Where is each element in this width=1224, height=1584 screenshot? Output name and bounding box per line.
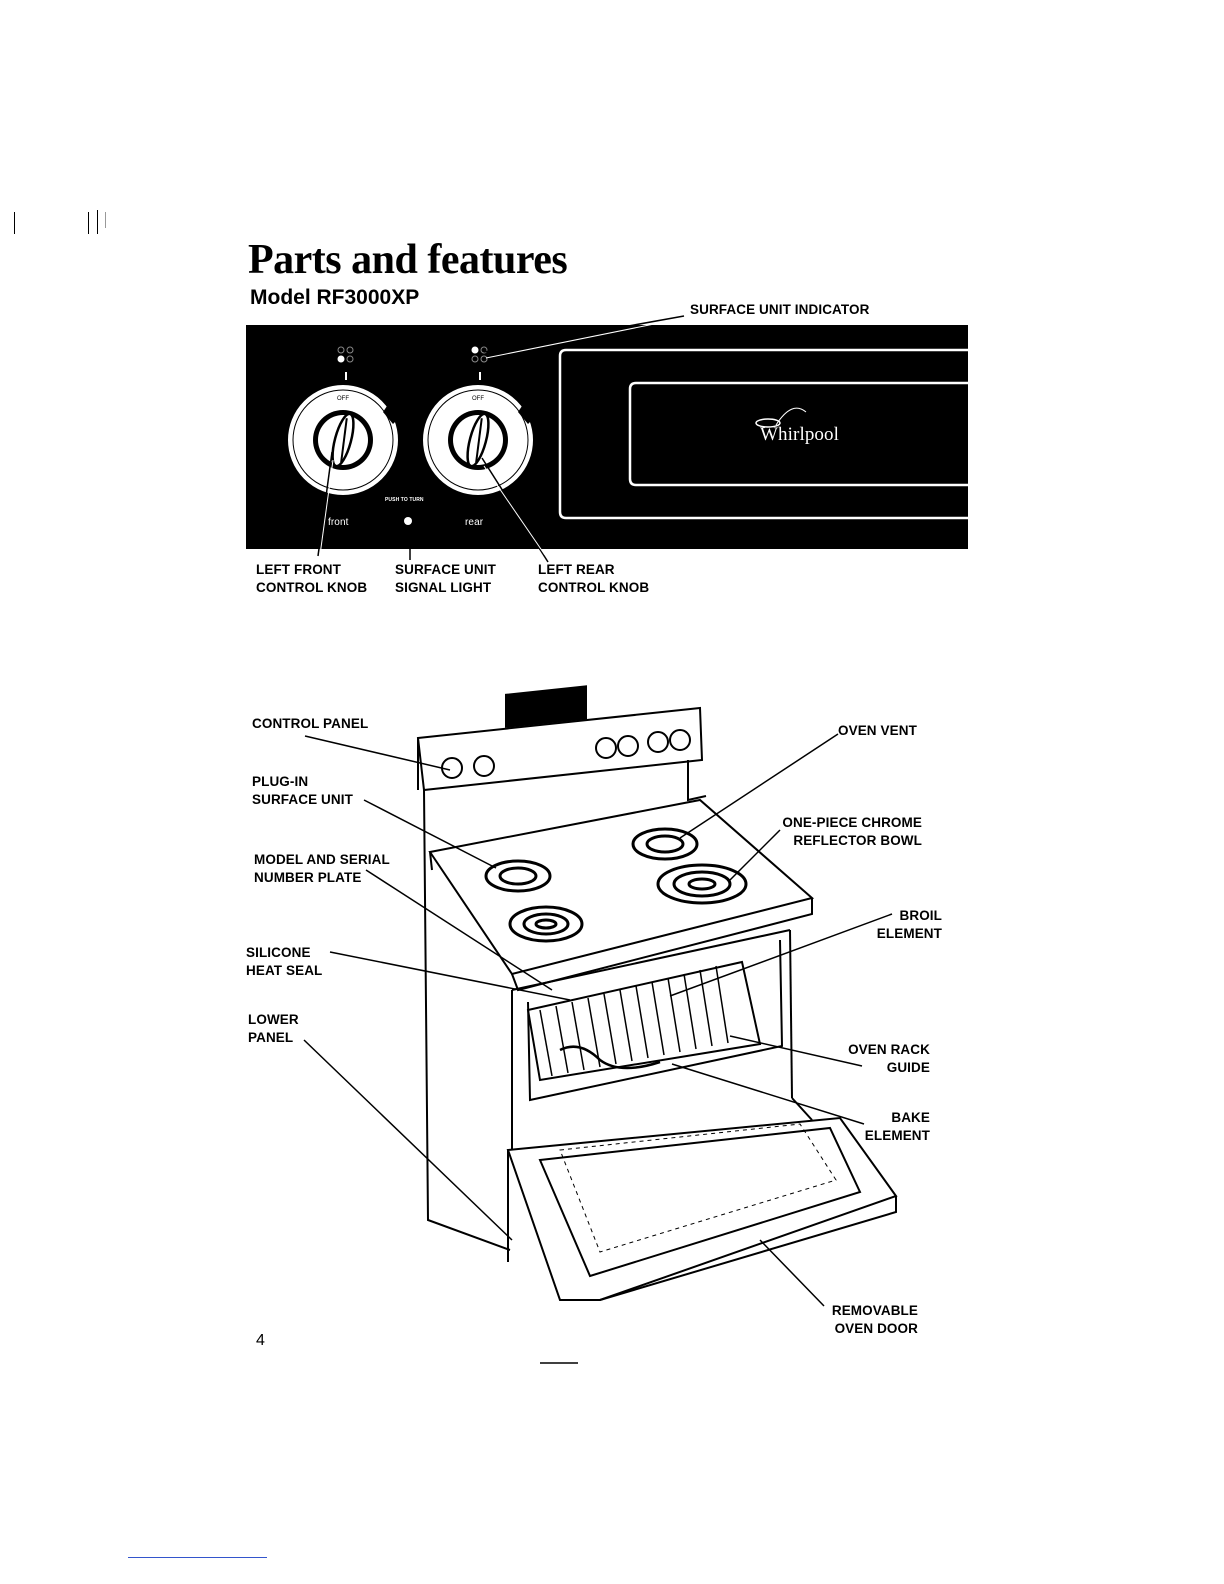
front-text: front <box>328 517 349 528</box>
label-reflector-bowl: ONE-PIECE CHROME REFLECTOR BOWL <box>782 815 922 848</box>
rear-text: rear <box>465 517 484 528</box>
label-bake-element: BAKE ELEMENT <box>864 1110 930 1143</box>
indicator-dots-left <box>337 346 354 363</box>
label-silicone-heat-seal: SILICONE HEAT SEAL <box>246 945 323 978</box>
label-oven-rack-guide: OVEN RACK GUIDE <box>848 1042 930 1075</box>
page-title: Parts and features <box>248 237 568 283</box>
label-broil-element: BROIL ELEMENT <box>876 908 942 941</box>
label-control-panel: CONTROL PANEL <box>252 716 369 731</box>
range-illustration <box>416 685 898 1301</box>
label-left-front-knob: LEFT FRONT CONTROL KNOB <box>256 562 368 595</box>
label-oven-vent: OVEN VENT <box>838 723 917 738</box>
scan-mark <box>14 212 15 234</box>
indicator-dots-right <box>471 346 488 363</box>
push-to-turn-text: PUSH TO TURN <box>385 497 424 503</box>
label-removable-oven-door: REMOVABLE OVEN DOOR <box>831 1303 918 1336</box>
scan-mark <box>105 212 106 228</box>
scan-mark <box>88 212 89 234</box>
page-number: 4 <box>256 1332 265 1349</box>
scan-mark <box>97 210 98 234</box>
label-plug-in-surface-unit: PLUG-IN SURFACE UNIT <box>252 774 353 807</box>
footer-rule <box>128 1557 267 1558</box>
whirlpool-logo: Whirlpool <box>760 424 839 445</box>
left-front-control-knob <box>285 382 401 498</box>
label-signal-light: SURFACE UNIT SIGNAL LIGHT <box>395 562 496 595</box>
label-left-rear-knob: LEFT REAR CONTROL KNOB <box>538 562 650 595</box>
label-surface-unit-indicator: SURFACE UNIT INDICATOR <box>690 302 870 317</box>
label-lower-panel: LOWER PANEL <box>248 1012 299 1045</box>
label-model-serial-plate: MODEL AND SERIAL NUMBER PLATE <box>254 852 390 885</box>
model-subtitle: Model RF3000XP <box>250 286 420 309</box>
left-rear-control-knob <box>420 382 536 498</box>
signal-light-dot <box>404 517 412 525</box>
